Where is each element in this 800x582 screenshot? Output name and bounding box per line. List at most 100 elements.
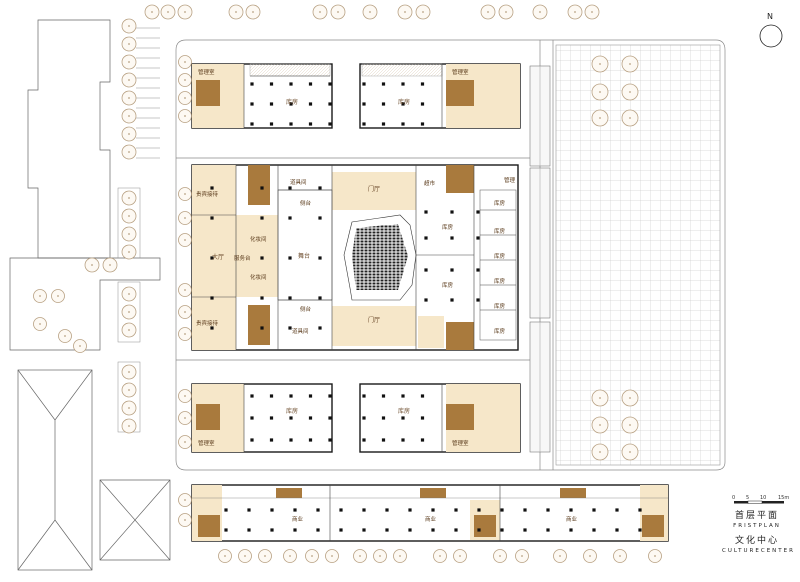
tree [144, 4, 160, 20]
scale-tick-1: 5 [746, 495, 749, 501]
center-title-cn: 文化中心 [734, 536, 779, 546]
column [381, 438, 386, 442]
tree [330, 4, 346, 20]
column [476, 210, 480, 214]
tree [178, 435, 192, 449]
column [362, 394, 366, 398]
plaza-grid [555, 44, 721, 466]
column [401, 438, 405, 442]
tree [583, 549, 597, 563]
label-mgmt-top-left: 管理室 [198, 68, 215, 76]
column [362, 438, 366, 442]
tree [312, 4, 328, 20]
column [247, 508, 251, 512]
column [260, 216, 264, 220]
column [638, 508, 642, 512]
tree [178, 91, 192, 105]
tree [51, 289, 65, 303]
tree [591, 389, 609, 407]
column [339, 528, 343, 532]
column [293, 528, 297, 532]
building-center [191, 164, 519, 351]
tree [415, 4, 431, 20]
label-hall: 大厅 [212, 253, 224, 261]
label-commerce-2: 商业 [425, 515, 437, 523]
partitions [192, 64, 516, 541]
column [408, 528, 412, 532]
tree [121, 144, 137, 160]
column [289, 82, 293, 86]
column [381, 122, 386, 126]
tree [178, 211, 192, 225]
label-supermarket: 超市 [424, 179, 436, 187]
tree [305, 549, 319, 563]
column [328, 416, 332, 420]
tree [121, 208, 137, 224]
scale-tick-3: 15m [778, 495, 789, 501]
column [318, 216, 322, 220]
column [381, 416, 386, 420]
tree [178, 305, 192, 319]
column [288, 296, 292, 300]
label-dressing-1: 化妆间 [250, 235, 267, 243]
tree [621, 55, 639, 73]
building-bottom-right [359, 383, 521, 453]
column [401, 416, 405, 420]
column [289, 394, 293, 398]
tree [493, 549, 507, 563]
column [424, 236, 428, 240]
label-storage-10: 库房 [494, 327, 506, 335]
column [250, 438, 254, 442]
tree [480, 4, 496, 20]
label-foyer-2: 门厅 [368, 316, 380, 324]
column [316, 508, 320, 512]
column [454, 528, 458, 532]
building-bottom-left [191, 383, 333, 453]
tree [121, 190, 137, 206]
label-stage: 舞台 [298, 252, 310, 260]
plan-title-cn: 首层平面 [734, 511, 779, 521]
tree [178, 411, 192, 425]
label-props-2: 道具间 [292, 327, 309, 335]
tree [121, 108, 137, 124]
column [210, 296, 214, 300]
tree [362, 4, 378, 20]
label-mgmt-top-right: 管理室 [452, 68, 469, 76]
column [546, 508, 550, 512]
label-storage-9: 库房 [494, 302, 506, 310]
tree [228, 4, 244, 20]
column [450, 268, 454, 272]
column [420, 102, 425, 106]
column [308, 438, 313, 442]
column [288, 216, 292, 220]
column [424, 268, 428, 272]
tree [393, 549, 407, 563]
tree [498, 4, 514, 20]
column [615, 528, 619, 532]
column [420, 394, 425, 398]
column [289, 416, 293, 420]
tree [591, 416, 609, 434]
column [288, 326, 292, 330]
tree [121, 36, 137, 52]
column [362, 528, 366, 532]
label-storage-2: 库房 [398, 98, 410, 106]
label-commerce-3: 商业 [566, 515, 578, 523]
tree [591, 83, 609, 101]
tree [121, 400, 137, 416]
column [454, 508, 458, 512]
tree [218, 549, 232, 563]
tree [613, 549, 627, 563]
tree [178, 389, 192, 403]
tree [591, 109, 609, 127]
tree [591, 55, 609, 73]
label-commerce-1: 商业 [292, 515, 304, 523]
tree [238, 549, 252, 563]
column [408, 508, 412, 512]
column [328, 82, 332, 86]
label-mgmt-bottom-right: 管理室 [452, 439, 469, 447]
tree [73, 339, 87, 353]
column [420, 122, 425, 126]
column [250, 394, 254, 398]
